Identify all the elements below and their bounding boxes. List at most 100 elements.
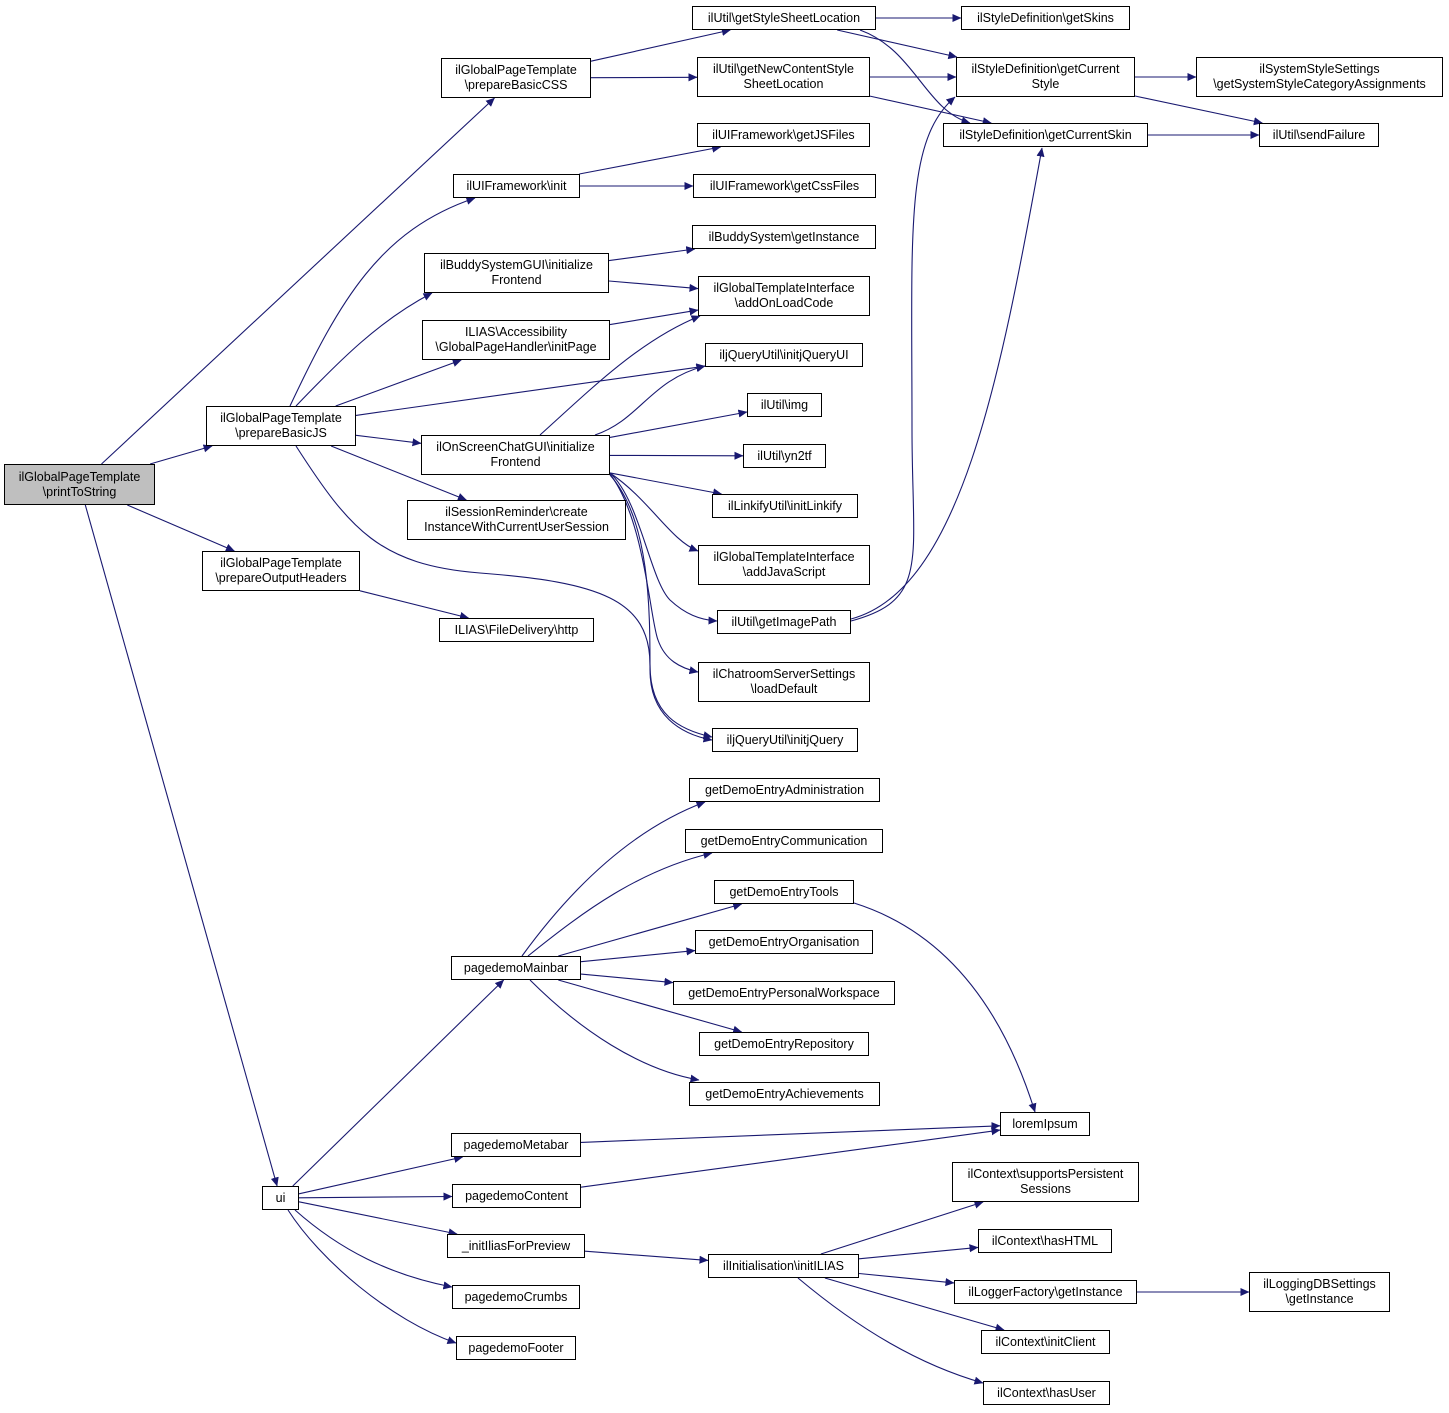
- edge-n5-n8: [837, 29, 958, 60]
- edge-n44-n45: [820, 1200, 984, 1255]
- edge-n4-n42: [294, 1209, 453, 1290]
- edge-n20-n21: [609, 409, 748, 438]
- edge-n20-n26: [609, 473, 699, 675]
- graph-node-n31[interactable]: getDemoEntryAdministration: [689, 778, 880, 802]
- edge-n2-n27: [295, 445, 713, 740]
- graph-node-n35[interactable]: getDemoEntryPersonalWorkspace: [673, 981, 895, 1005]
- edge-n0-n2: [149, 444, 213, 465]
- graph-node-n10[interactable]: ilStyleDefinition\getCurrentSkin: [943, 123, 1148, 147]
- graph-node-n2[interactable]: ilGlobalPageTemplate \prepareBasicJS: [206, 406, 356, 446]
- graph-node-n34[interactable]: getDemoEntryOrganisation: [695, 930, 873, 954]
- edge-n0-n3: [127, 504, 235, 552]
- graph-node-n11[interactable]: ilUtil\sendFailure: [1259, 123, 1379, 147]
- graph-node-n24[interactable]: ilGlobalTemplateInterface \addJavaScript: [698, 545, 870, 585]
- edge-n20-n24: [609, 472, 699, 552]
- graph-node-n27[interactable]: iljQueryUtil\initjQuery: [712, 728, 858, 752]
- edge-n4-n41: [298, 1201, 458, 1237]
- edge-n33-n38: [853, 902, 1037, 1113]
- edge-n4-n40: [298, 1192, 453, 1201]
- edge-n2-n20: [355, 434, 422, 447]
- edge-n30-n36: [558, 979, 743, 1034]
- graph-node-n36[interactable]: getDemoEntryRepository: [699, 1032, 869, 1056]
- graph-node-n16[interactable]: ilBuddySystem\getInstance: [692, 225, 876, 249]
- graph-node-n12[interactable]: ilUIFramework\init: [453, 174, 580, 198]
- graph-node-n45[interactable]: ilContext\supportsPersistent Sessions: [952, 1162, 1139, 1202]
- graph-node-n15[interactable]: ilBuddySystemGUI\initialize Frontend: [424, 253, 609, 293]
- graph-node-n5[interactable]: ilUtil\getStyleSheetLocation: [692, 6, 876, 30]
- graph-node-n4[interactable]: ui: [262, 1186, 299, 1210]
- graph-node-n39[interactable]: pagedemoMetabar: [451, 1133, 581, 1157]
- edge-n44-n49: [824, 1277, 1005, 1332]
- edge-n39-n38: [580, 1122, 1001, 1143]
- edge-n15-n17: [608, 280, 699, 292]
- graph-node-n46[interactable]: ilContext\hasHTML: [978, 1229, 1112, 1253]
- graph-node-n30[interactable]: pagedemoMainbar: [451, 956, 581, 980]
- graph-node-n33[interactable]: getDemoEntryTools: [714, 880, 854, 904]
- edge-n30-n31: [521, 801, 706, 957]
- graph-node-n50[interactable]: ilContext\hasUser: [983, 1381, 1110, 1405]
- edge-n12-n13: [579, 144, 722, 175]
- graph-node-n41[interactable]: _initIliasForPreview: [447, 1234, 585, 1258]
- graph-node-n49[interactable]: ilContext\initClient: [981, 1330, 1110, 1354]
- edge-n30-n32: [527, 851, 713, 957]
- graph-node-n20[interactable]: ilOnScreenChatGUI\initialize Frontend: [421, 435, 610, 475]
- edge-n4-n30: [292, 979, 505, 1187]
- graph-node-n17[interactable]: ilGlobalTemplateInterface \addOnLoadCode: [698, 276, 870, 316]
- graph-node-n14[interactable]: ilUIFramework\getCssFiles: [693, 174, 876, 198]
- graph-node-n23[interactable]: ilLinkifyUtil\initLinkify: [712, 494, 858, 518]
- edge-n30-n35: [580, 973, 674, 986]
- graph-node-n8[interactable]: ilStyleDefinition\getCurrent Style: [956, 57, 1135, 97]
- graph-node-n28[interactable]: ilSessionReminder\create InstanceWithCur…: [407, 500, 626, 540]
- edge-n41-n44: [584, 1250, 709, 1264]
- edge-n4-n39: [298, 1154, 464, 1195]
- edge-n25-n10: [850, 147, 1045, 620]
- edge-n15-n16: [608, 246, 696, 262]
- edge-n0-n1: [101, 97, 495, 465]
- graph-node-n29[interactable]: ILIAS\FileDelivery\http: [439, 618, 594, 642]
- graph-node-n7[interactable]: ilStyleDefinition\getSkins: [961, 6, 1130, 30]
- graph-node-n1[interactable]: ilGlobalPageTemplate \prepareBasicCSS: [441, 58, 591, 98]
- edge-n2-n12: [289, 196, 476, 407]
- graph-node-n18[interactable]: ILIAS\Accessibility \GlobalPageHandler\i…: [422, 320, 610, 360]
- edge-n20-n17: [539, 315, 701, 436]
- graph-node-n22[interactable]: ilUtil\yn2tf: [743, 444, 826, 468]
- edge-n30-n34: [580, 947, 696, 963]
- edge-n8-n11: [1134, 95, 1263, 126]
- edge-n5-n10: [859, 29, 971, 125]
- graph-node-n43[interactable]: pagedemoFooter: [456, 1336, 576, 1360]
- edge-n18-n17: [609, 307, 699, 326]
- edge-n2-n18: [335, 359, 462, 407]
- edge-n20-n25: [609, 472, 718, 625]
- edge-n30-n37: [529, 979, 700, 1083]
- edge-n2-n28: [330, 445, 467, 501]
- edge-n6-n10: [869, 95, 992, 126]
- graph-node-n44[interactable]: ilInitialisation\initILIAS: [708, 1254, 859, 1278]
- graph-node-n21[interactable]: ilUtil\img: [747, 393, 822, 417]
- edge-n0-n4: [84, 504, 279, 1187]
- graph-node-n32[interactable]: getDemoEntryCommunication: [685, 829, 883, 853]
- graph-node-n26[interactable]: ilChatroomServerSettings \loadDefault: [698, 662, 870, 702]
- graph-node-n13[interactable]: ilUIFramework\getJSFiles: [697, 123, 870, 147]
- edge-n3-n29: [359, 590, 470, 620]
- edge-n25-n8: [850, 96, 956, 622]
- edge-n44-n47: [858, 1272, 955, 1287]
- graph-node-n9[interactable]: ilSystemStyleSettings \getSystemStyleCat…: [1196, 57, 1443, 97]
- graph-node-n48[interactable]: ilLoggingDBSettings \getInstance: [1249, 1272, 1390, 1312]
- edge-n20-n27: [609, 474, 713, 743]
- graph-node-n3[interactable]: ilGlobalPageTemplate \prepareOutputHeade…: [202, 551, 360, 591]
- graph-node-n47[interactable]: ilLoggerFactory\getInstance: [954, 1280, 1137, 1304]
- graph-node-n19[interactable]: iljQueryUtil\initjQueryUI: [705, 343, 863, 367]
- edge-n1-n5: [590, 27, 731, 62]
- graph-node-n25[interactable]: ilUtil\getImagePath: [717, 610, 851, 634]
- graph-node-n6[interactable]: ilUtil\getNewContentStyle SheetLocation: [697, 57, 870, 97]
- edge-n44-n50: [797, 1277, 984, 1385]
- graph-node-n37[interactable]: getDemoEntryAchievements: [689, 1082, 880, 1106]
- graph-node-n38[interactable]: loremIpsum: [1000, 1112, 1090, 1136]
- graph-node-n0: ilGlobalPageTemplate \printToString: [4, 464, 155, 505]
- edge-n20-n23: [609, 472, 723, 497]
- graph-node-n40[interactable]: pagedemoContent: [452, 1184, 581, 1208]
- edge-n20-n19: [594, 364, 706, 436]
- graph-node-n42[interactable]: pagedemoCrumbs: [452, 1285, 580, 1309]
- edge-n2-n19: [355, 363, 706, 416]
